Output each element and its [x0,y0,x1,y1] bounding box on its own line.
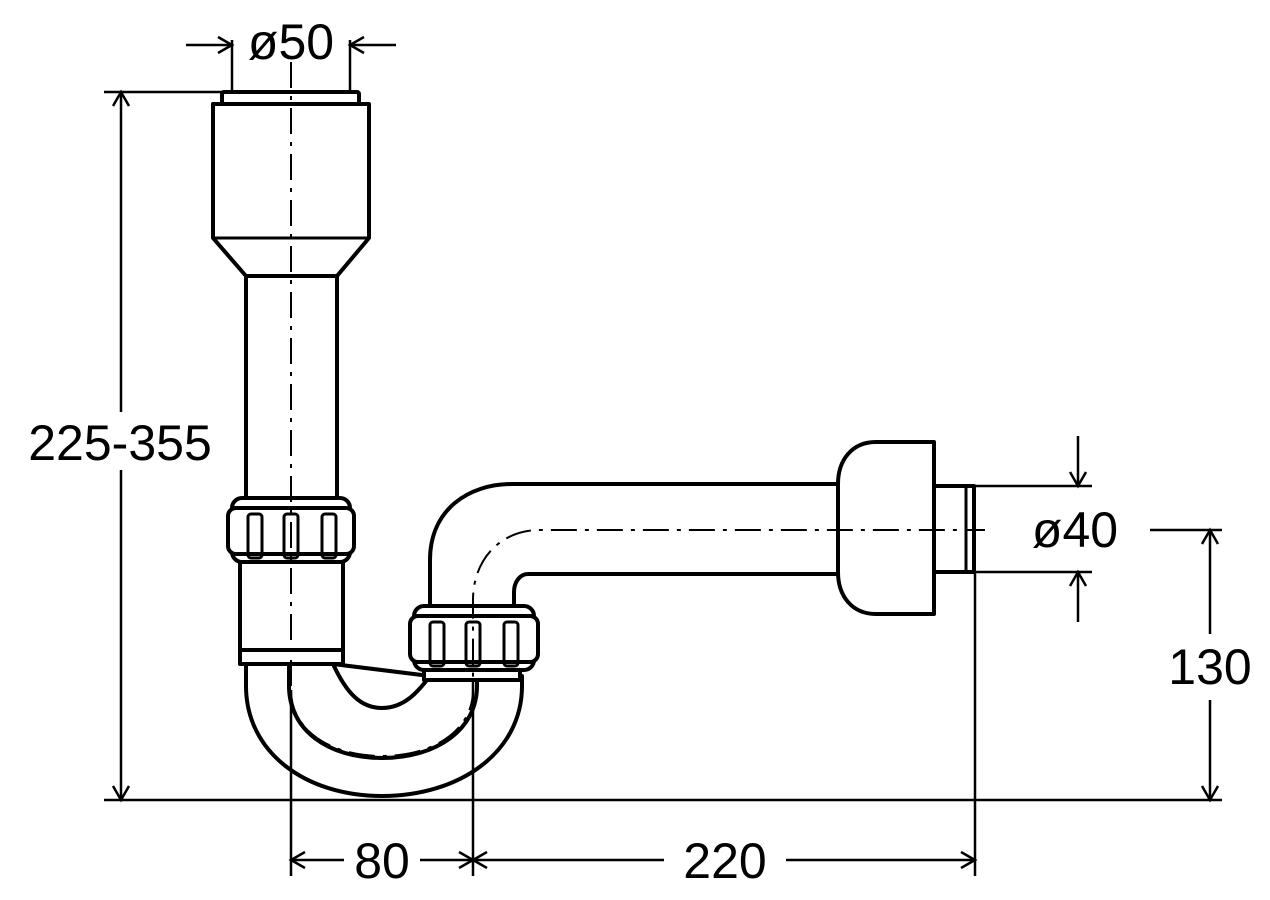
outlet-height-label: 130 [1168,639,1251,695]
dimension-lines [104,35,1222,876]
outlet-arm [428,482,844,614]
trap-pipe [211,90,976,798]
outlet-collar [836,440,936,616]
outlet-diameter-label: ø40 [1032,502,1118,558]
center-lines [290,62,985,758]
trap-offset-label: 80 [354,833,410,889]
top-diameter-label: ø50 [248,14,334,70]
height-range-label: 225-355 [28,415,212,471]
outlet-length-label: 220 [683,833,766,889]
u-bend [244,662,524,798]
